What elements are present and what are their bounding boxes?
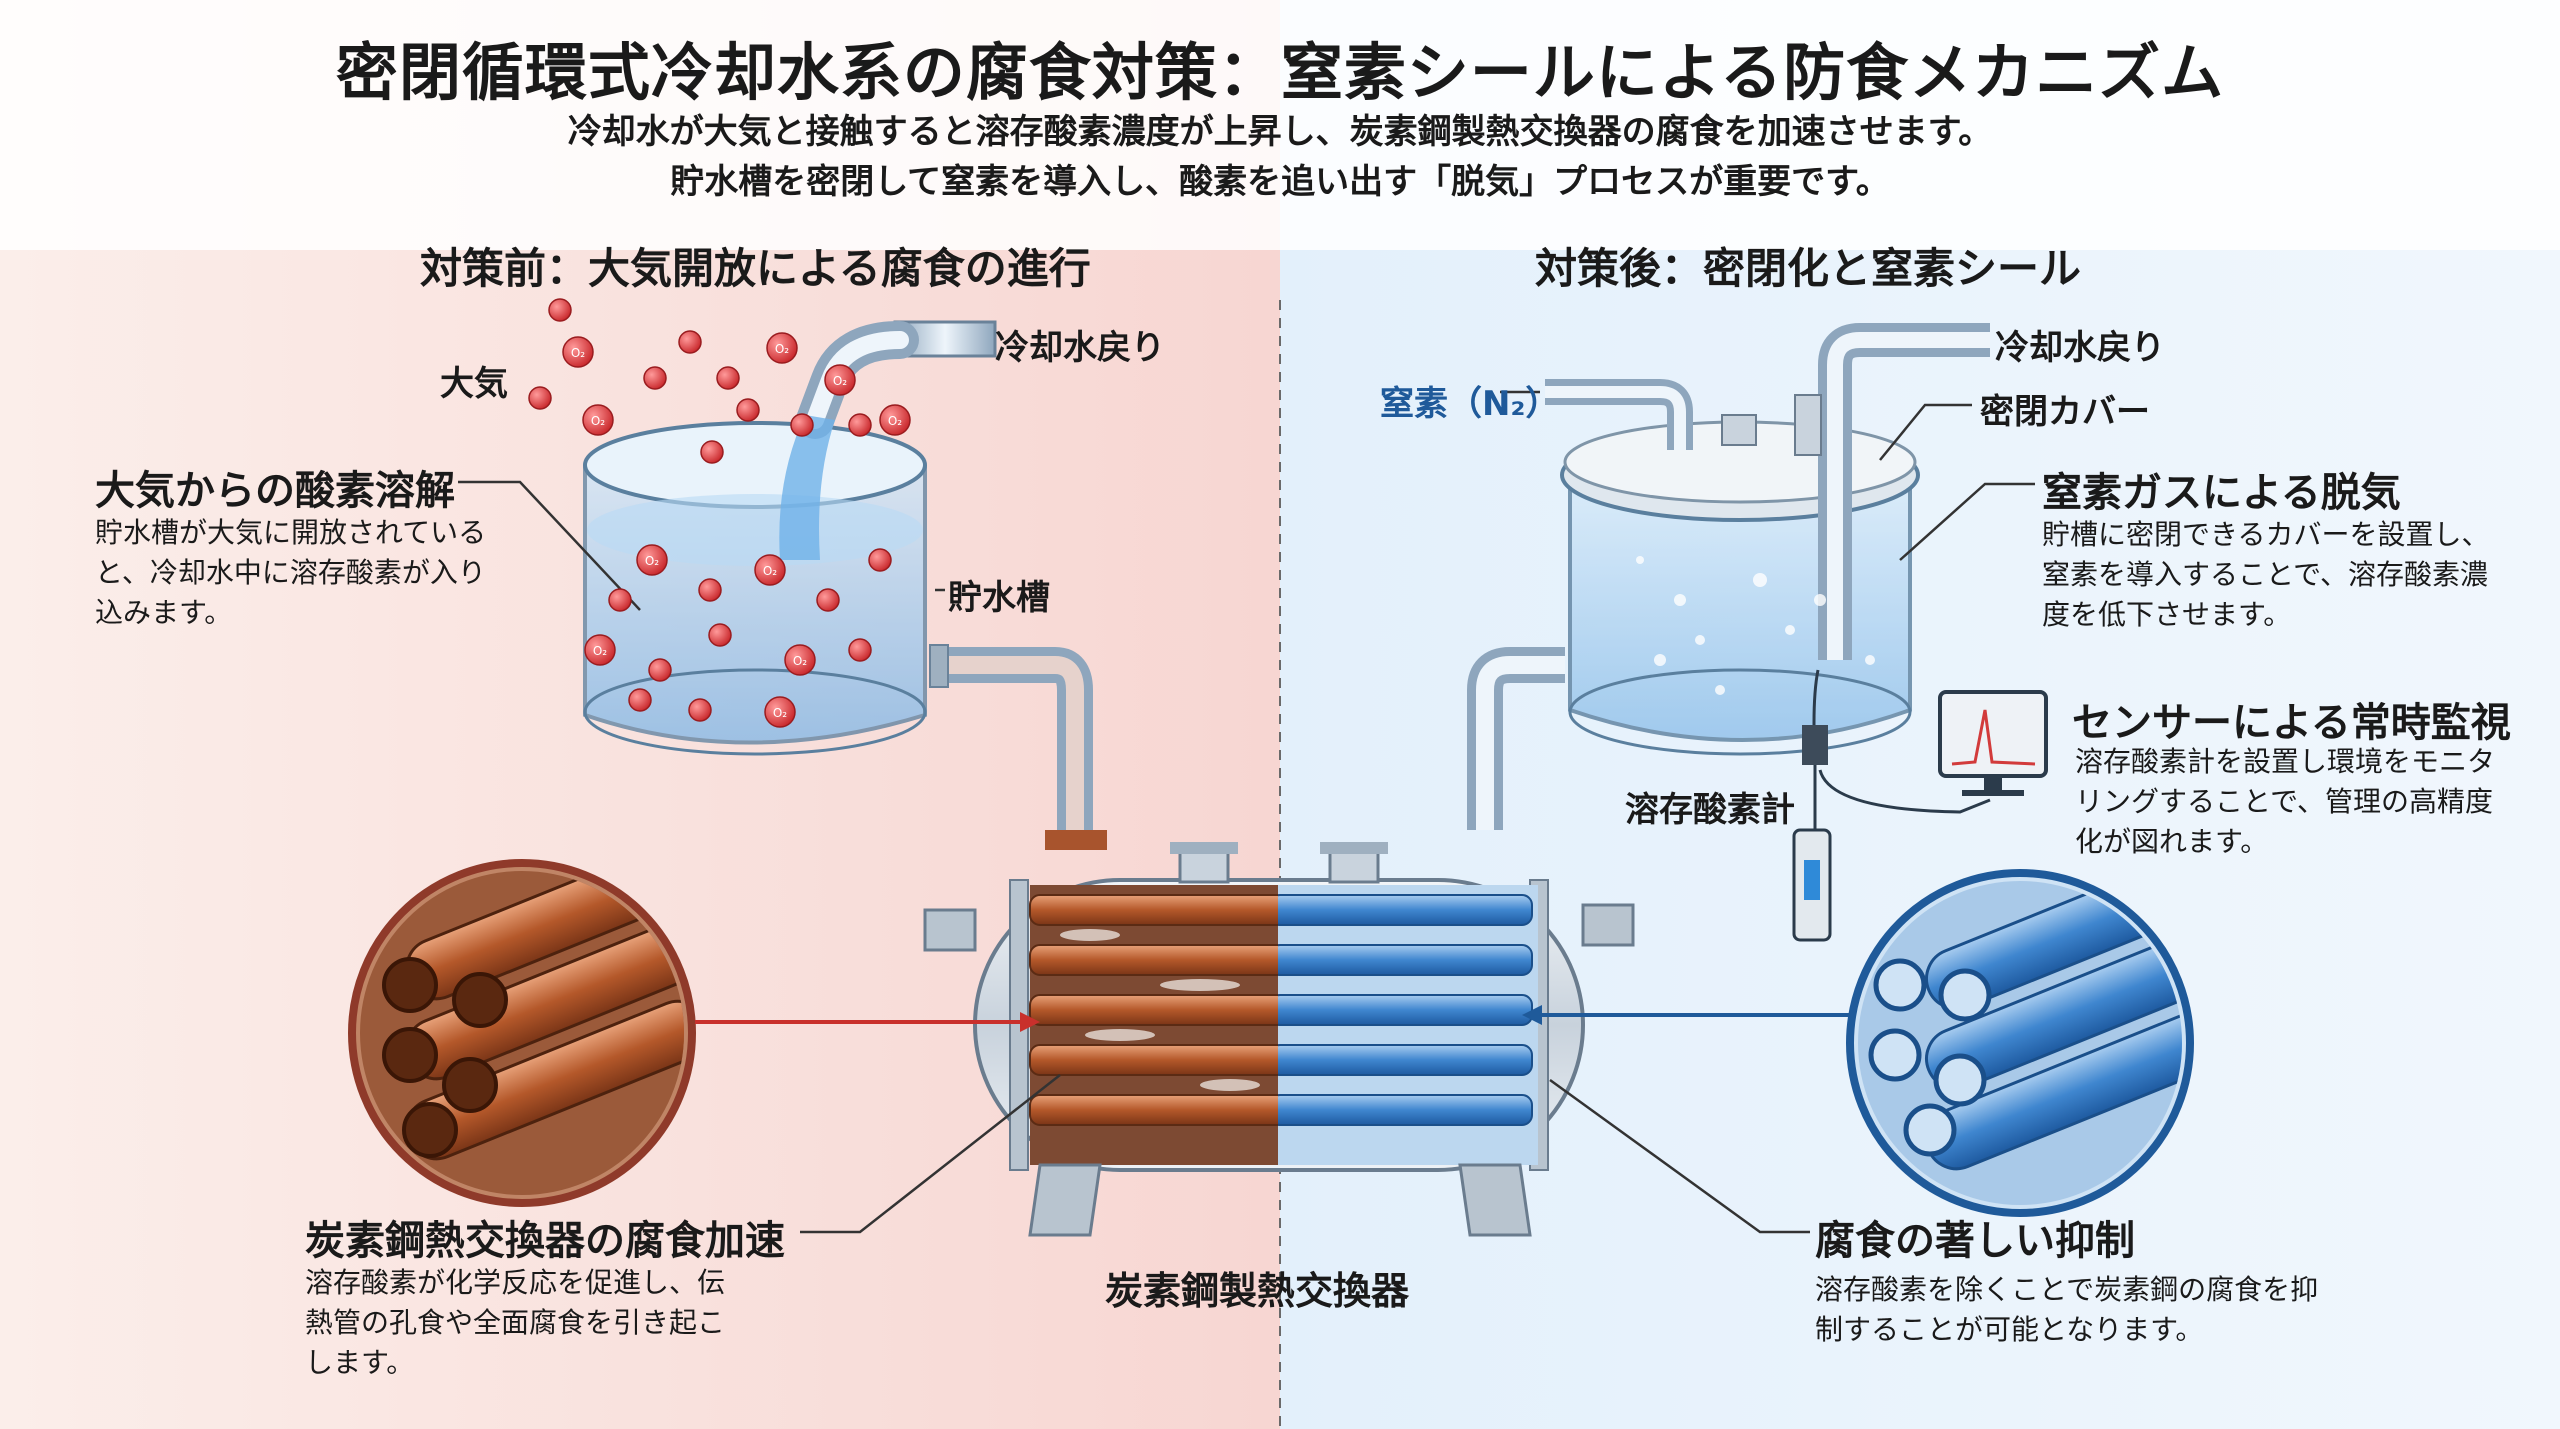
arrow-right-to-exchanger (1522, 1005, 1850, 1025)
label-tank: 貯水槽 (948, 578, 1050, 618)
oxygen-symbol: O₂ (593, 644, 607, 658)
oxygen-symbol: O₂ (645, 554, 659, 568)
oxygen-symbol: O₂ (773, 706, 787, 720)
oxygen-molecule (784, 644, 816, 676)
oxygen-molecule (628, 688, 652, 712)
subtitle-line-1: 冷却水が大気と接触すると溶存酸素濃度が上昇し、炭素鋼製熱交換器の腐食を加速させま… (567, 112, 1993, 152)
monitoring-title: センサーによる常時監視 (2072, 700, 2511, 746)
subtitle-line-2: 貯水槽を密閉して窒素を導入し、酸素を追い出す「脱気」プロセスが重要です。 (670, 162, 1890, 202)
dissolution-title: 大気からの酸素溶解 (95, 468, 455, 514)
oxygen-molecule (790, 413, 814, 437)
oxygen-symbol: O₂ (763, 564, 777, 578)
label-atmosphere: 大気 (440, 364, 508, 404)
degassing-body: 貯槽に密閉できるカバーを設置し、窒素を導入することで、溶存酸素濃度を低下させます… (2042, 518, 2490, 631)
label-cover: 密閉カバー (1980, 392, 2150, 432)
return-water-pipe-right (1794, 323, 1990, 660)
oxygen-molecule (848, 638, 872, 662)
oxygen-molecules: O₂ O₂ O₂ O₂ O₂ O₂ O₂ O₂ O₂ O₂ (528, 298, 911, 728)
after-heading: 対策後：密閉化と窒素シール (1535, 244, 2082, 293)
monitoring-body: 溶存酸素計を設置し環境をモニタリングすることで、管理の高精度化が図れます。 (2075, 745, 2496, 858)
monitor-icon (1938, 690, 2048, 796)
before-heading: 対策前：大気開放による腐食の進行 (420, 244, 1091, 293)
oxygen-molecule (584, 634, 616, 666)
bubbles (1636, 556, 1875, 695)
heat-exchanger (923, 842, 1635, 1237)
protected-tubes-closeup (1846, 869, 2194, 1217)
oxygen-molecule (636, 544, 668, 576)
oxygen-molecule (816, 588, 840, 612)
oxygen-molecule (562, 336, 594, 368)
label-nitrogen: 窒素（N₂） (1380, 384, 1560, 424)
oxygen-molecule (643, 366, 667, 390)
oxygen-molecule (582, 404, 614, 436)
leader-suppression (1549, 1078, 1810, 1234)
oxygen-molecule (700, 440, 724, 464)
oxygen-molecule (608, 588, 632, 612)
oxygen-symbol: O₂ (591, 414, 605, 428)
oxygen-molecule (824, 364, 856, 396)
suppression-body: 溶存酸素を除くことで炭素鋼の腐食を抑制することが可能となります。 (1815, 1273, 2319, 1346)
oxygen-molecule (766, 332, 798, 364)
oxygen-symbol: O₂ (833, 374, 847, 388)
oxygen-molecule (648, 658, 672, 682)
sealed-water-tank (1560, 414, 1920, 756)
oxygen-molecule (879, 404, 911, 436)
dissolution-body: 貯水槽が大気に開放されていると、冷却水中に溶存酸素が入り込みます。 (95, 516, 487, 629)
oxygen-molecule (548, 298, 572, 322)
oxygen-symbol: O₂ (775, 342, 789, 356)
leader-dissolution (458, 480, 641, 611)
dissolved-oxygen-meter (1792, 669, 1991, 942)
oxygen-molecule (698, 578, 722, 602)
nitrogen-inlet-pipe (1545, 379, 1693, 450)
suppression-title: 腐食の著しい抑制 (1815, 1218, 2135, 1264)
leader-degassing (1899, 482, 2035, 561)
corrosion-body: 溶存酸素が化学反応を促進し、伝熱管の孔食や全面腐食を引き起こします。 (305, 1266, 726, 1379)
oxygen-molecule (678, 330, 702, 354)
oxygen-molecule (528, 386, 552, 410)
page-title: 密閉循環式冷却水系の腐食対策：窒素シールによる防食メカニズム (335, 36, 2225, 109)
outlet-pipe-left (929, 644, 1107, 850)
arrow-left-to-exchanger (695, 1012, 1040, 1032)
oxygen-molecule (764, 696, 796, 728)
oxygen-molecule (868, 548, 892, 572)
oxygen-molecule (688, 698, 712, 722)
oxygen-symbol: O₂ (888, 414, 902, 428)
corrosion-title: 炭素鋼熱交換器の腐食加速 (305, 1218, 785, 1264)
label-return-left: 冷却水戻り (995, 328, 1165, 368)
oxygen-molecule (708, 623, 732, 647)
leader-corrosion (800, 1074, 1061, 1234)
oxygen-symbol: O₂ (793, 654, 807, 668)
label-do-meter: 溶存酸素計 (1625, 790, 1795, 830)
oxygen-molecule (716, 366, 740, 390)
oxygen-molecule (754, 554, 786, 586)
oxygen-molecule (848, 413, 872, 437)
label-return-right: 冷却水戻り (1995, 328, 2165, 368)
leader-cover (1879, 403, 1972, 461)
exchanger-label: 炭素鋼製熱交換器 (1105, 1269, 1410, 1313)
oxygen-symbol: O₂ (571, 346, 585, 360)
outlet-pipe-right (1467, 647, 1565, 830)
oxygen-molecule (736, 398, 760, 422)
degassing-title: 窒素ガスによる脱気 (2042, 470, 2401, 516)
